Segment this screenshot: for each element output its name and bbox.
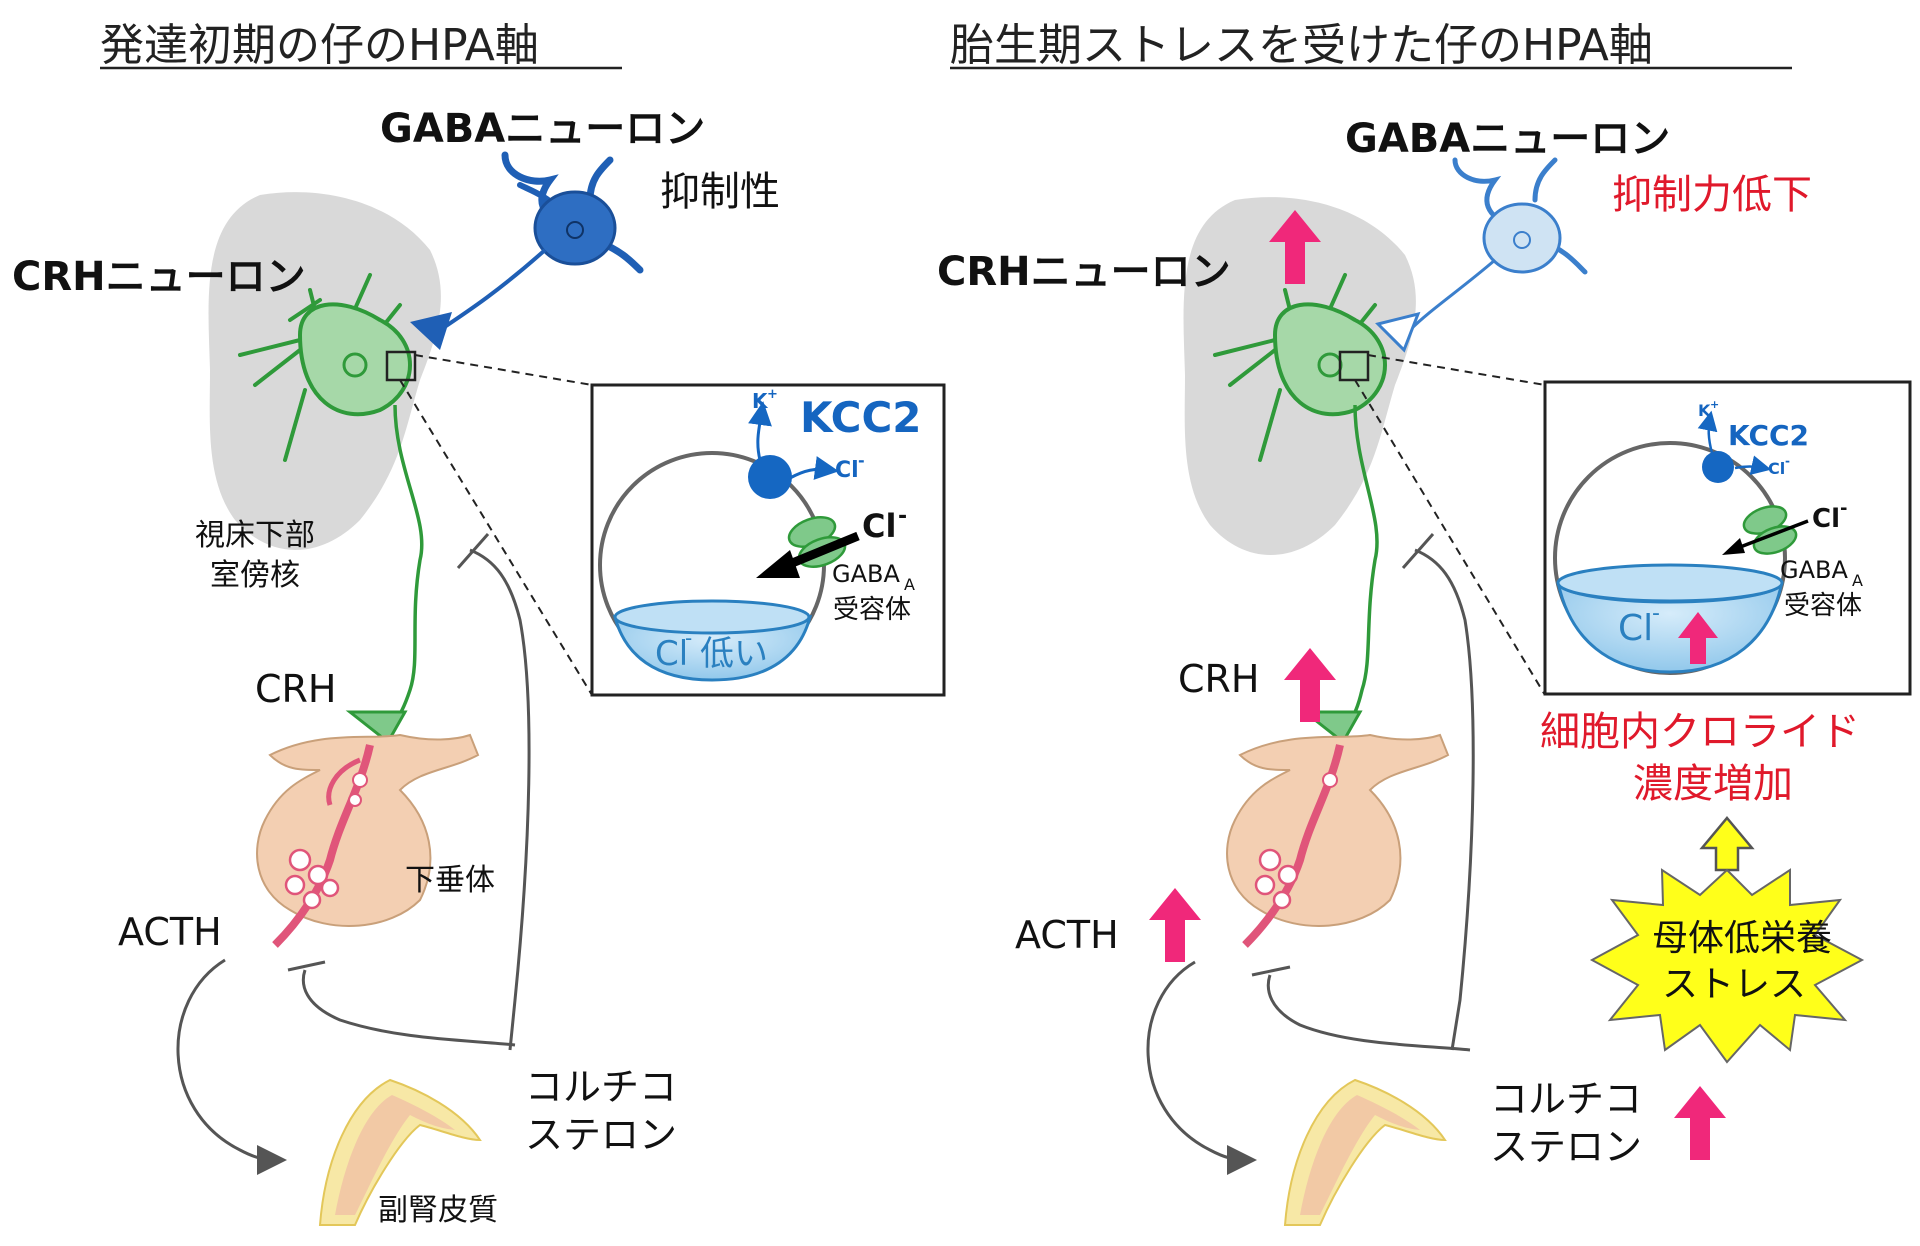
right-feedback-long	[1414, 548, 1475, 1051]
crh-neuron	[238, 273, 424, 745]
left-gaba-note: 抑制性	[660, 169, 780, 215]
cl-influx-arrow-left	[783, 531, 860, 571]
gaba-a-sub-right: A	[1852, 571, 1863, 590]
kcc2-transporter	[748, 455, 792, 499]
pink-up-arrow-icon	[1269, 210, 1321, 284]
left-crh-label: CRH	[255, 667, 337, 711]
right-acth-label: ACTH	[1015, 913, 1119, 957]
pool-cl-sup: -	[685, 626, 692, 650]
pool-cl-label-right: Cl	[1618, 608, 1653, 649]
right-crh-neuron-label: CRHニューロン	[937, 249, 1231, 295]
left-adrenal-label: 副腎皮質	[378, 1193, 498, 1228]
left-zoom-line-top	[414, 354, 593, 386]
k-ion-label-right: K	[1698, 401, 1711, 420]
right-cort-line2: ステロン	[1490, 1125, 1642, 1169]
k-ion-sup-right: +	[1710, 398, 1719, 411]
right-title: 胎生期ストレスを受けた仔のHPA軸	[950, 20, 1653, 71]
left-feedback-long	[469, 548, 531, 1051]
left-zoom-line-bottom	[399, 379, 593, 696]
k-ion-label: K	[752, 389, 769, 413]
left-inhibit-bar-top	[456, 533, 490, 569]
right-inhibit-bar-top	[1401, 533, 1435, 569]
cl-in-label-right: Cl	[1812, 504, 1840, 534]
chloride-increase-line2: 濃度増加	[1633, 761, 1793, 807]
kcc2-transporter-right	[1702, 451, 1734, 483]
pink-up-arrow-icon	[1674, 1086, 1726, 1160]
pink-up-arrow-icon	[1284, 648, 1336, 722]
cl-out-sup-right: -	[1785, 454, 1790, 468]
starburst-icon	[1589, 868, 1865, 1064]
right-zoom-line-bottom	[1354, 379, 1546, 696]
left-acth-label: ACTH	[118, 910, 222, 954]
cl-in-sup-right: -	[1840, 498, 1847, 519]
chloride-increase-line1: 細胞内クロライド	[1540, 709, 1860, 755]
left-panel: 発達初期の仔のHPA軸 GABAニューロン 抑制性 CRHニューロン 視床下	[12, 20, 946, 1228]
pink-up-arrow-icon	[1149, 888, 1201, 962]
pvn-label-line1: 視床下部	[195, 518, 315, 553]
kcc2-label: KCC2	[800, 393, 922, 442]
pool-cl-label: Cl	[655, 634, 688, 674]
right-feedback-short	[1266, 974, 1471, 1052]
pool-cl-sup-right: -	[1652, 601, 1660, 626]
stress-line1: 母体低栄養	[1652, 918, 1832, 959]
stress-line2: ストレス	[1662, 964, 1806, 1005]
right-gaba-neuron-label: GABAニューロン	[1345, 116, 1670, 162]
pool-low-label: 低い	[700, 634, 768, 674]
cl-influx-arrow-right	[1734, 519, 1809, 551]
right-pituitary	[1226, 733, 1450, 948]
cl-out-label: Cl	[835, 458, 859, 483]
right-zoom-line-top	[1367, 354, 1546, 386]
left-pituitary-label: 下垂体	[405, 863, 495, 898]
right-acth-arrow	[1146, 960, 1257, 1175]
yellow-up-arrow-icon	[1699, 816, 1755, 872]
cl-in-label: Cl	[862, 507, 896, 545]
right-gaba-note: 抑制力低下	[1612, 172, 1812, 218]
left-kcc2-inset: K + KCC2 Cl - Cl - GABA A 受容体 Cl - 低い	[590, 383, 946, 697]
cl-out-label-right: Cl	[1768, 459, 1785, 478]
right-kcc2-inset: K + KCC2 Cl - Cl - GABA A 受容体 Cl -	[1543, 380, 1912, 696]
right-panel: 胎生期ストレスを受けた仔のHPA軸 GABAニューロン 抑制力低下 CRHニュー…	[937, 20, 1912, 1226]
right-adrenal-cortex	[1283, 1078, 1447, 1226]
left-feedback-short	[301, 969, 516, 1047]
left-cort-line2: ステロン	[525, 1113, 677, 1157]
left-inhibit-bar-pit	[287, 960, 326, 972]
receptor-label: 受容体	[833, 595, 911, 625]
left-title: 発達初期の仔のHPA軸	[100, 20, 539, 71]
receptor-label-right: 受容体	[1784, 591, 1862, 621]
right-crh-label: CRH	[1178, 657, 1260, 701]
cl-out-sup: -	[858, 451, 865, 470]
left-cort-line1: コルチコ	[525, 1065, 677, 1109]
left-adrenal-cortex	[318, 1078, 482, 1226]
pvn-label-line2: 室傍核	[210, 558, 300, 593]
gaba-a-label: GABA	[832, 560, 900, 588]
right-cort-line1: コルチコ	[1490, 1077, 1642, 1121]
right-inhibit-bar-pit	[1251, 965, 1291, 977]
cl-in-sup: -	[898, 504, 907, 529]
left-crh-neuron-label: CRHニューロン	[12, 254, 306, 300]
left-pituitary	[256, 733, 480, 948]
kcc2-label-right: KCC2	[1728, 419, 1809, 452]
k-ion-sup: +	[767, 387, 778, 402]
pink-up-arrow-icon	[1678, 612, 1718, 664]
gaba-neuron-weak	[1375, 157, 1588, 353]
gaba-a-sub: A	[904, 575, 915, 594]
left-gaba-neuron-label: GABAニューロン	[380, 106, 705, 152]
gaba-a-label-right: GABA	[1780, 556, 1848, 584]
left-acth-arrow	[176, 958, 287, 1175]
gaba-neuron	[410, 151, 644, 350]
